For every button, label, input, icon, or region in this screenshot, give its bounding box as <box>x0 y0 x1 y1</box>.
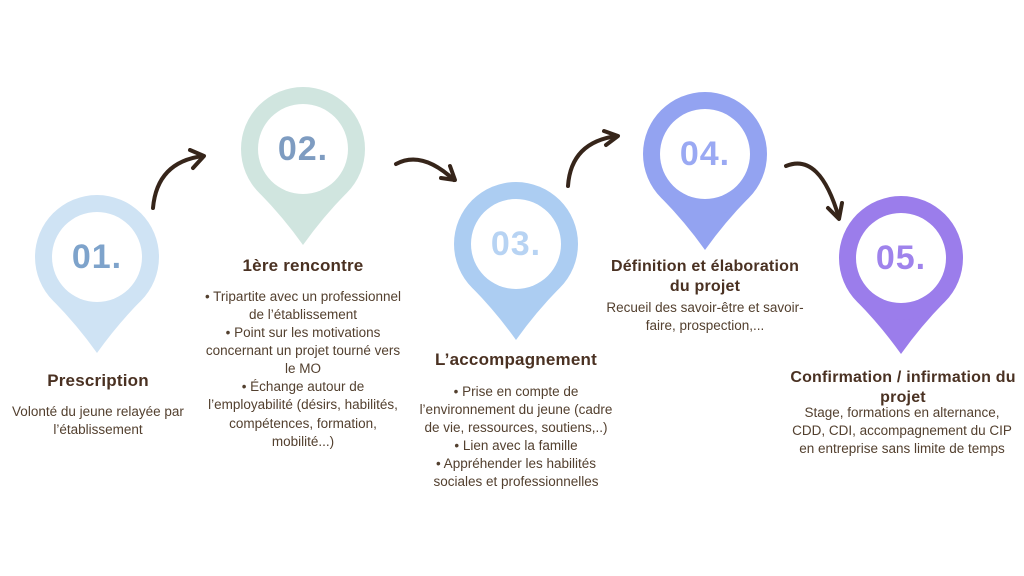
step-description: Recueil des savoir-être et savoir-faire,… <box>606 300 804 334</box>
pin-icon: 04. <box>641 90 769 254</box>
pin-number: 03. <box>490 225 542 263</box>
step-title: L’accompagnement <box>435 350 597 369</box>
pin-icon: 05. <box>837 194 965 358</box>
pin-number: 04. <box>679 135 731 173</box>
pin-number: 02. <box>277 130 329 168</box>
curved-arrow-icon <box>151 148 206 210</box>
map-pin-icon <box>643 92 767 250</box>
step-description: Volonté du jeune relayée par l’établisse… <box>12 404 184 438</box>
pin-number: 01. <box>71 238 123 276</box>
bullet-item: • Lien avec la famille <box>454 438 578 454</box>
pin-icon: 01. <box>33 193 161 357</box>
step-title: Définition et élaboration du projet <box>610 258 800 295</box>
bullet-item: • Prise en compte de l’environnement du … <box>419 384 613 436</box>
map-pin-icon <box>241 87 365 245</box>
step-title: 1ère rencontre <box>242 256 364 275</box>
bullet-item: • Tripartite avec un professionnel de l’… <box>204 289 402 323</box>
map-pin-icon <box>35 195 159 353</box>
curved-arrow-icon <box>784 161 844 221</box>
pin-icon: 03. <box>452 180 580 344</box>
bullet-item: • Point sur les motivations concernant u… <box>205 325 401 377</box>
step-description: Stage, formations en alternance, CDD, CD… <box>792 405 1012 457</box>
bullet-item: • Appréhender les habilités sociales et … <box>433 456 599 490</box>
map-pin-icon <box>454 182 578 340</box>
pin-icon: 02. <box>239 85 367 249</box>
map-pin-icon <box>839 196 963 354</box>
step-bullets: • Tripartite avec un professionnel de l’… <box>202 288 404 451</box>
bullet-item: • Échange autour de l’employabilité (dés… <box>208 379 398 449</box>
step-bullets: • Prise en compte de l’environnement du … <box>415 383 617 491</box>
step-title: Prescription <box>47 371 149 390</box>
step-title: Confirmation / infirmation du projet <box>790 369 1016 406</box>
pin-number: 05. <box>875 239 927 277</box>
curved-arrow-icon <box>566 129 620 188</box>
curved-arrow-icon <box>394 157 457 182</box>
